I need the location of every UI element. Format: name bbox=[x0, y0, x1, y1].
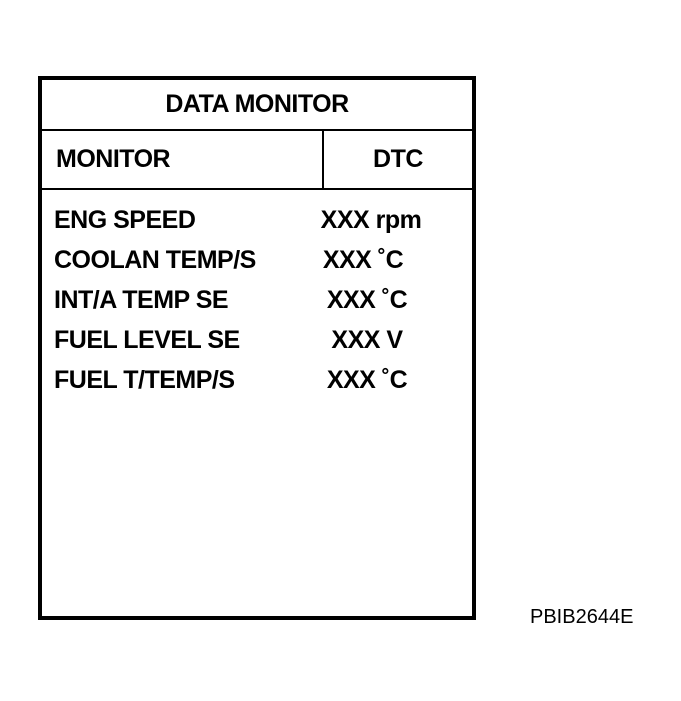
tab-monitor[interactable]: MONITOR bbox=[42, 131, 324, 188]
monitor-item-eng-speed: ENG SPEED XXX rpm bbox=[54, 206, 464, 246]
monitor-item-coolant-temp: COOLAN TEMP/S XXX ˚C bbox=[54, 246, 464, 286]
monitor-item-intake-air-temp: INT/A TEMP SE XXX ˚C bbox=[54, 286, 464, 326]
tab-bar: MONITOR DTC bbox=[42, 131, 472, 190]
item-label: INT/A TEMP SE bbox=[54, 286, 229, 314]
figure-code: PBIB2644E bbox=[530, 606, 634, 628]
screen-title: DATA MONITOR bbox=[42, 80, 472, 131]
item-value: XXX rpm bbox=[320, 206, 422, 234]
tab-dtc[interactable]: DTC bbox=[373, 145, 423, 173]
item-value: XXX V bbox=[331, 326, 403, 354]
monitor-item-list: ENG SPEED XXX rpm COOLAN TEMP/S XXX ˚C I… bbox=[54, 206, 464, 406]
monitor-item-fuel-tank-temp: FUEL T/TEMP/S XXX ˚C bbox=[54, 366, 464, 406]
item-value: XXX ˚C bbox=[326, 366, 408, 394]
item-value: XXX ˚C bbox=[322, 246, 404, 274]
item-value: XXX ˚C bbox=[326, 286, 408, 314]
item-label: FUEL LEVEL SE bbox=[54, 326, 240, 354]
data-monitor-screen: DATA MONITOR MONITOR DTC ENG SPEED XXX r… bbox=[38, 76, 476, 620]
item-label: ENG SPEED bbox=[54, 206, 196, 234]
item-label: FUEL T/TEMP/S bbox=[54, 366, 235, 394]
item-label: COOLAN TEMP/S bbox=[54, 246, 256, 274]
monitor-item-fuel-level: FUEL LEVEL SE XXX V bbox=[54, 326, 464, 366]
